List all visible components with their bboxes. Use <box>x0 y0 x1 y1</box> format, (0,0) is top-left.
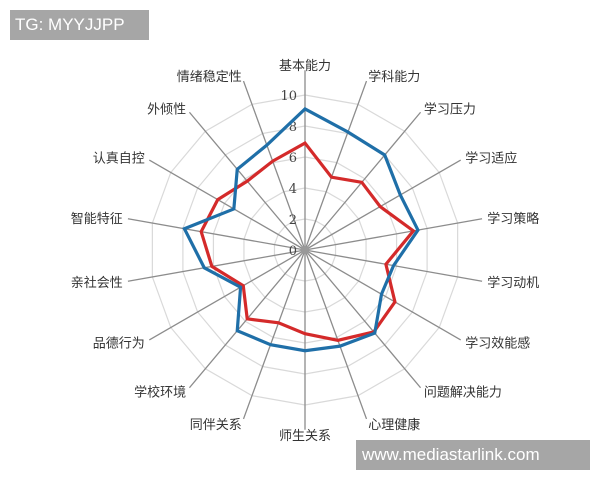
tick-label: 2 <box>289 213 297 228</box>
axis-label: 同伴关系 <box>190 418 242 433</box>
axis-label: 学习策略 <box>487 211 539 227</box>
axis-label: 学习动机 <box>487 275 539 291</box>
axis-label: 外倾性 <box>147 102 186 117</box>
axis-spoke <box>304 159 462 251</box>
axis-label: 学习效能感 <box>465 336 530 352</box>
tick-label: 6 <box>289 151 297 166</box>
axis-spokes <box>127 70 483 430</box>
axis-spoke <box>148 249 306 341</box>
axis-spoke <box>304 249 422 389</box>
axis-spoke <box>148 159 306 251</box>
axis-label: 学习适应 <box>465 151 517 167</box>
tick-label: 0 <box>289 244 297 259</box>
center-dot <box>301 246 309 254</box>
series-red-line <box>199 140 416 342</box>
tick-label: 8 <box>289 120 297 135</box>
axis-label: 心理健康 <box>368 417 420 433</box>
axis-spoke <box>242 249 306 420</box>
axis-label: 师生关系 <box>279 429 331 444</box>
axis-labels: 基本能力学科能力学习压力学习适应学习策略学习动机学习效能感问题解决能力心理健康师… <box>71 59 539 444</box>
watermark-bottom: www.mediastarlink.com <box>356 440 590 470</box>
axis-spoke <box>127 218 306 251</box>
axis-label: 学科能力 <box>368 69 420 85</box>
data-series <box>182 106 420 353</box>
axis-label: 亲社会性 <box>71 275 123 291</box>
axis-label: 情绪稳定性 <box>177 69 242 85</box>
axis-label: 智能特征 <box>71 212 123 227</box>
axis-label: 问题解决能力 <box>424 386 502 401</box>
axis-spoke <box>304 80 368 251</box>
axis-spoke <box>304 249 368 420</box>
axis-label: 学习压力 <box>424 101 476 117</box>
axis-label: 学校环境 <box>134 385 186 401</box>
axis-label: 品德行为 <box>93 337 145 352</box>
watermark-top: TG: MYYJJPP <box>10 10 149 40</box>
axis-label: 认真自控 <box>93 152 145 167</box>
axis-label: 基本能力 <box>279 59 331 74</box>
series-blue-line <box>182 106 420 353</box>
axis-spoke <box>242 80 306 251</box>
tick-label: 10 <box>280 89 297 104</box>
axis-spoke <box>304 218 483 251</box>
radial-tick-labels: 0 2 4 6 8 10 <box>280 89 297 259</box>
tick-label: 4 <box>289 182 297 197</box>
axis-spoke <box>127 249 306 282</box>
